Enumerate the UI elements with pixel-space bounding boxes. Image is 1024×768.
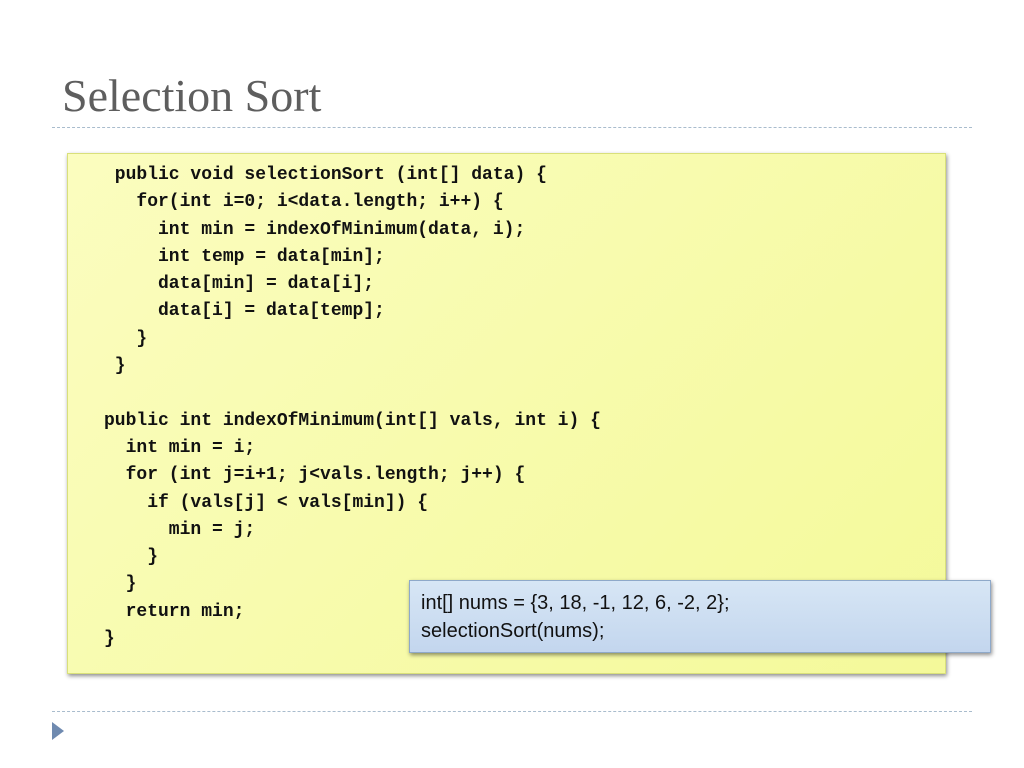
code-line: data[min] = data[i]; [104, 274, 375, 295]
example-callout: int[] nums = {3, 18, -1, 12, 6, -2, 2}; … [409, 580, 991, 653]
slide-title: Selection Sort [62, 70, 322, 121]
code-line: } [104, 356, 126, 377]
code-line: min = j; [104, 519, 256, 540]
code-line: } [104, 328, 148, 349]
code-line: } [104, 547, 159, 568]
code-line: } [104, 574, 137, 595]
code-line: for (int j=i+1; j<vals.length; j++) { [104, 465, 526, 486]
callout-line: selectionSort(nums); [421, 620, 605, 642]
title-divider [52, 127, 972, 128]
code-line: data[i] = data[temp]; [104, 301, 385, 322]
code-line: public int indexOfMinimum(int[] vals, in… [104, 410, 601, 431]
code-line: int min = indexOfMinimum(data, i); [104, 219, 526, 240]
code-line: if (vals[j] < vals[min]) { [104, 492, 429, 513]
code-block: public void selectionSort (int[] data) {… [104, 162, 601, 653]
footer-divider [52, 711, 972, 712]
code-line: int temp = data[min]; [104, 246, 385, 267]
code-line: int min = i; [104, 437, 256, 458]
code-line: public void selectionSort (int[] data) { [104, 165, 547, 185]
code-line: } [104, 629, 115, 650]
code-line [104, 380, 601, 407]
code-line: return min; [104, 601, 245, 622]
callout-line: int[] nums = {3, 18, -1, 12, 6, -2, 2}; [421, 592, 730, 614]
triangle-right-icon [52, 722, 64, 740]
code-line: for(int i=0; i<data.length; i++) { [104, 192, 504, 213]
